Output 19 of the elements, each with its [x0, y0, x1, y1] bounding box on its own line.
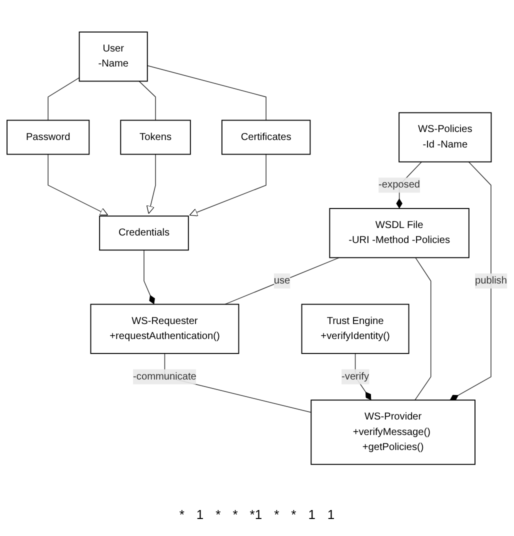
multiplicity-label: * [179, 506, 184, 522]
class-box: WS-Provider +verifyMessage() +getPolicies() [310, 399, 476, 465]
class-box: Credentials [99, 215, 189, 250]
class-box: Certificates [221, 120, 311, 155]
multiplicity-label: * [274, 506, 280, 522]
multiplicity-label: 1 [327, 506, 335, 522]
multiplicity-label: 1 [196, 506, 204, 522]
class-box: WS-Policies -Id -Name [398, 112, 492, 162]
class-box: Tokens [120, 120, 191, 155]
class-box: Trust Engine +verifyIdentity() [301, 304, 410, 354]
class-box: User -Name [78, 31, 148, 82]
class-box: WS-Requester +requestAuthentication() [90, 304, 240, 354]
class-box: Password [6, 120, 90, 155]
multiplicity-label: * [232, 506, 238, 522]
multiplicity-label: * [291, 506, 296, 522]
multiplicity-label: * [216, 506, 221, 522]
class-box: WSDL File -URI -Method -Policies [329, 208, 470, 258]
multiplicity-label: *1 [250, 506, 262, 522]
multiplicity-label: 1 [308, 506, 316, 522]
